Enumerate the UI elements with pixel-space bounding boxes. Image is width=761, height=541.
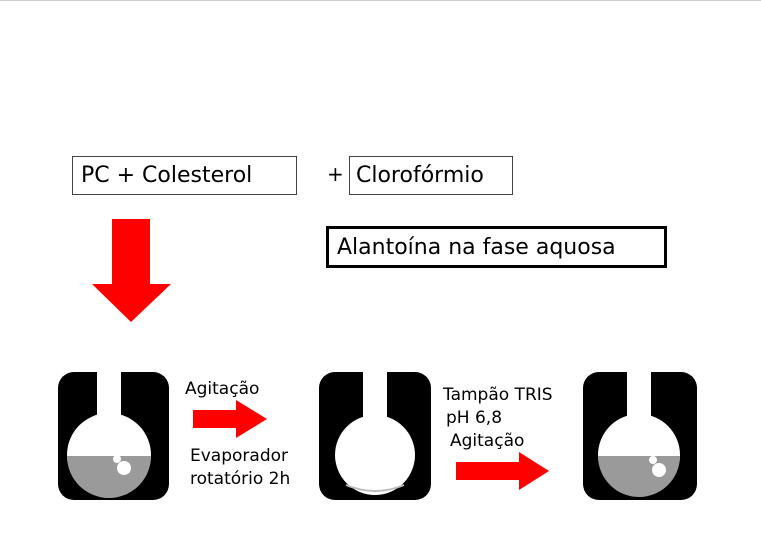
arrow-right-icon xyxy=(456,452,549,490)
flask-icon xyxy=(58,372,169,500)
step2-ph-label: pH 6,8 xyxy=(446,407,502,429)
step2-agitation-label: Agitação xyxy=(450,430,524,452)
flask-icon xyxy=(319,372,431,500)
arrow-right-icon xyxy=(193,400,267,438)
step1-duration-label: rotatório 2h xyxy=(190,468,290,490)
step2-buffer-label: Tampão TRIS xyxy=(443,384,553,406)
step1-evaporator-label: Evaporador xyxy=(190,445,288,467)
step1-agitation-label: Agitação xyxy=(185,378,259,400)
flask-icon xyxy=(583,372,697,500)
arrow-down-icon xyxy=(92,219,171,322)
